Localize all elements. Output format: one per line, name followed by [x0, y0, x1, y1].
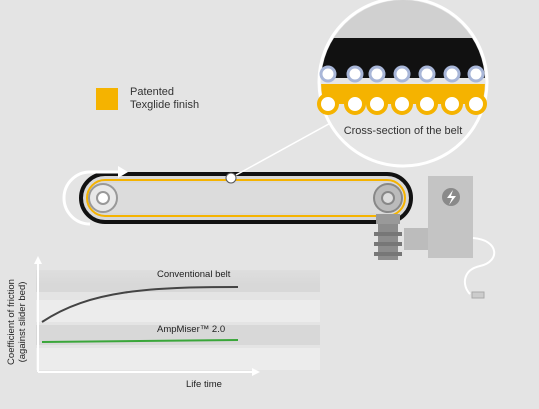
conveyor-belt	[79, 172, 413, 224]
chart-axes	[34, 256, 260, 376]
fiber-row-bottom	[317, 93, 487, 115]
conventional-belt-label: Conventional belt	[157, 269, 231, 280]
fiber-top	[319, 65, 337, 83]
fiber-top	[368, 65, 386, 83]
legend: Patented Texglide finish	[96, 86, 199, 112]
legend-swatch	[96, 88, 118, 110]
ampmiser-line	[41, 339, 239, 343]
control-box	[404, 176, 496, 299]
cross-section-label: Cross-section of the belt	[343, 125, 463, 137]
chart-background	[0, 255, 320, 404]
fiber-bottom	[416, 93, 438, 115]
drive-motor	[374, 214, 402, 260]
legend-line-2: Texglide finish	[130, 99, 200, 111]
fiber-bottom	[391, 93, 413, 115]
fiber-bottom	[317, 93, 339, 115]
fiber-top	[443, 65, 461, 83]
lightning-icon	[447, 190, 456, 205]
magnifier	[317, 0, 489, 168]
fiber-top	[393, 65, 411, 83]
fiber-top	[467, 65, 485, 83]
ampmiser-label: AmpMiser™ 2.0	[157, 324, 226, 335]
legend-label: Patented Texglide finish	[130, 86, 199, 112]
x-axis-label: Life time	[186, 379, 222, 390]
fiber-bottom	[344, 93, 366, 115]
y-axis-label-line-2: (against slider bed)	[17, 281, 28, 363]
y-axis-label-line-1: Coefficient of friction	[6, 279, 17, 365]
fiber-top	[418, 65, 436, 83]
callout-line	[235, 119, 337, 176]
arrow-icon	[62, 166, 128, 226]
legend-line-1: Patented	[130, 86, 175, 98]
y-axis-label: Coefficient of friction (against slider …	[6, 262, 28, 382]
conventional-belt-line	[41, 286, 239, 323]
fiber-bottom	[366, 93, 388, 115]
fiber-top	[346, 65, 364, 83]
fiber-row-top	[319, 65, 485, 83]
fiber-bottom	[465, 93, 487, 115]
fiber-bottom	[441, 93, 463, 115]
